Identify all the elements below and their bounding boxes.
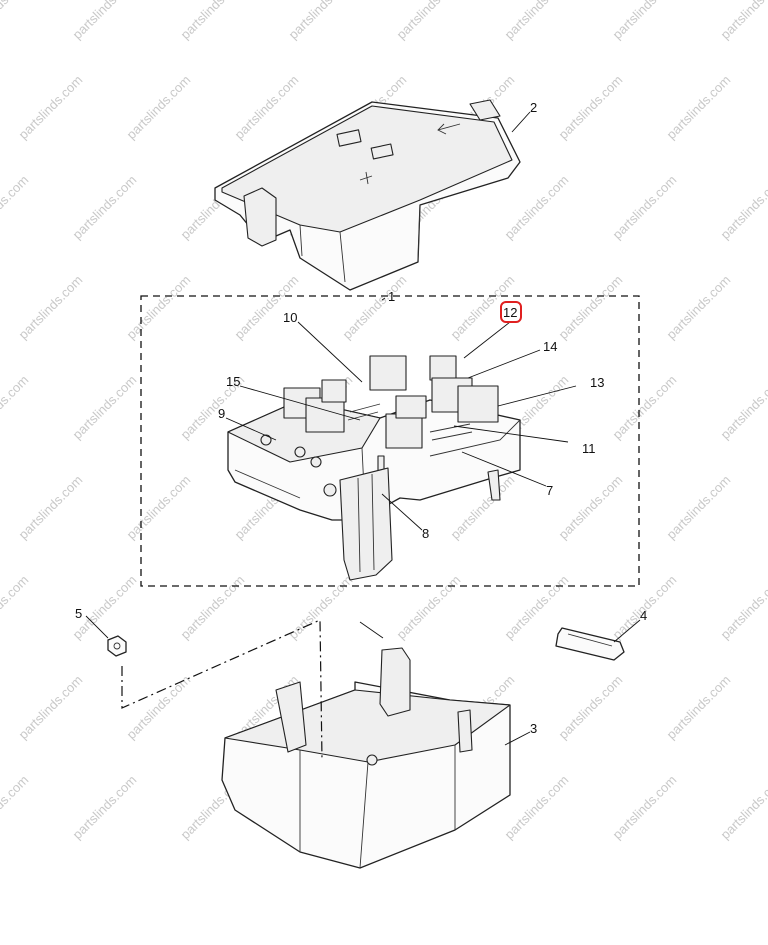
watermark-text: partslinds.com <box>556 672 626 742</box>
watermark-text: partslinds.com <box>502 0 572 42</box>
nut-part-5 <box>107 635 127 657</box>
assembly-boundary <box>140 295 640 587</box>
watermark-text: partslinds.com <box>556 72 626 142</box>
watermark-text: partslinds.com <box>502 772 572 842</box>
phantom-line <box>121 619 323 761</box>
callout-13: 13 <box>590 375 604 390</box>
watermark-text: partslinds.com <box>394 572 464 642</box>
watermark-text: partslinds.com <box>556 272 626 342</box>
watermark-text: partslinds.com <box>70 0 140 42</box>
watermark-text: partslinds.com <box>718 0 768 42</box>
watermark-text: partslinds.com <box>0 372 31 442</box>
watermark-text: partslinds.com <box>664 272 734 342</box>
callout-5: 5 <box>75 606 82 621</box>
watermark-text: partslinds.com <box>16 272 86 342</box>
callout-1: 1 <box>388 289 395 304</box>
watermark-text: partslinds.com <box>70 772 140 842</box>
callout-12-highlight <box>500 301 522 323</box>
watermark-text: partslinds.com <box>286 572 356 642</box>
watermark-text: partslinds.com <box>502 172 572 242</box>
callout-11: 11 <box>582 441 596 456</box>
callout-14: 14 <box>543 339 557 354</box>
fuse-box-cover <box>214 99 521 291</box>
watermark-text: partslinds.com <box>718 172 768 242</box>
callout-3: 3 <box>530 721 537 736</box>
watermark-text: partslinds.com <box>70 172 140 242</box>
watermark-text: partslinds.com <box>124 272 194 342</box>
watermark-text: partslinds.com <box>718 372 768 442</box>
watermark-text: partslinds.com <box>232 72 302 142</box>
watermark-text: partslinds.com <box>610 372 680 442</box>
watermark-text: partslinds.com <box>610 0 680 42</box>
callout-10: 10 <box>283 310 297 325</box>
callout-2: 2 <box>530 100 537 115</box>
watermark-text: partslinds.com <box>0 572 31 642</box>
watermark-text: partslinds.com <box>70 372 140 442</box>
clip-part-4 <box>555 627 625 661</box>
watermark-text: partslinds.com <box>16 672 86 742</box>
watermark-text: partslinds.com <box>178 0 248 42</box>
watermark-text: partslinds.com <box>0 0 31 42</box>
watermark-text: partslinds.com <box>16 72 86 142</box>
watermark-text: partslinds.com <box>610 772 680 842</box>
watermark-text: partslinds.com <box>0 772 31 842</box>
watermark-text: partslinds.com <box>718 572 768 642</box>
callout-15: 15 <box>226 374 240 389</box>
watermark-text: partslinds.com <box>124 72 194 142</box>
watermark-text: partslinds.com <box>16 472 86 542</box>
callout-8: 8 <box>422 526 429 541</box>
fuse-box-body <box>227 355 521 581</box>
watermark-text: partslinds.com <box>610 172 680 242</box>
callout-12: 12 <box>503 305 517 320</box>
watermark-text: partslinds.com <box>232 272 302 342</box>
watermark-text: partslinds.com <box>0 172 31 242</box>
watermark-text: partslinds.com <box>718 772 768 842</box>
callout-9: 9 <box>218 406 225 421</box>
watermark-text: partslinds.com <box>286 0 356 42</box>
watermark-text: partslinds.com <box>664 72 734 142</box>
watermark-text: partslinds.com <box>394 0 464 42</box>
leader-lines <box>85 111 641 746</box>
watermark-text: partslinds.com <box>178 572 248 642</box>
watermark-text: partslinds.com <box>664 672 734 742</box>
watermark-text: partslinds.com <box>124 472 194 542</box>
watermark-text: partslinds.com <box>124 672 194 742</box>
callout-7: 7 <box>546 483 553 498</box>
callout-4: 4 <box>640 608 647 623</box>
watermark-text: partslinds.com <box>664 472 734 542</box>
fuse-box-lower-housing <box>221 647 511 869</box>
watermark-text: partslinds.com <box>556 472 626 542</box>
